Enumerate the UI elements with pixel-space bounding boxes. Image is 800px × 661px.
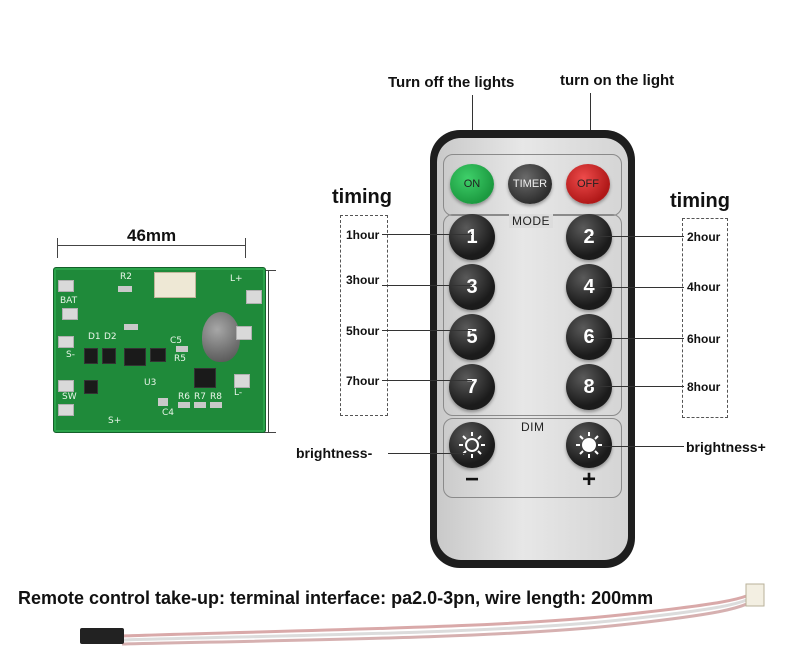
transistor-3: [84, 380, 98, 394]
silk-u3: U3: [144, 378, 157, 388]
ir-receiver-led: [202, 312, 240, 362]
dim-plus-sign: +: [582, 466, 597, 493]
resistor-3: [176, 346, 188, 352]
timing-left-label: timing: [332, 186, 392, 208]
height-tick-bottom: [262, 432, 276, 433]
pad-right-mid: [236, 326, 252, 340]
silk-s-minus: S-: [66, 350, 75, 360]
width-tick-right: [245, 238, 246, 258]
silk-d2: D2: [104, 332, 117, 342]
transistor-4: [150, 348, 166, 362]
pad-bat-2: [62, 308, 78, 320]
brightness-minus-label: brightness-: [296, 445, 373, 461]
button-2[interactable]: 2: [566, 214, 612, 260]
silk-r7: R7: [194, 392, 206, 402]
turn-off-label: Turn off the lights: [388, 74, 515, 91]
pointer-7: [382, 380, 472, 381]
pointer-5: [382, 330, 472, 331]
silk-s-plus: S+: [108, 416, 122, 426]
hour-label-5: 5hour: [346, 324, 380, 338]
timing-right-label: timing: [670, 190, 730, 212]
silk-r6: R6: [178, 392, 190, 402]
resistor-6: [210, 402, 222, 408]
silk-d1: D1: [88, 332, 101, 342]
hour-label-8: 8hour: [687, 380, 721, 394]
hour-label-1: 1hour: [346, 228, 380, 242]
button-5[interactable]: 5: [449, 314, 495, 360]
hour-label-3: 3hour: [346, 273, 380, 287]
silk-c5: C5: [170, 336, 183, 346]
off-button[interactable]: OFF: [566, 164, 610, 204]
height-tick-top: [262, 270, 276, 271]
pad-sw: [58, 380, 74, 392]
cable-description: Remote control take-up: terminal interfa…: [18, 588, 654, 608]
resistor-4: [178, 402, 190, 408]
silk-r8: R8: [210, 392, 222, 402]
brightness-minus-pointer: [388, 453, 472, 454]
brightness-down-button[interactable]: [449, 422, 495, 468]
silk-sw: SW: [62, 392, 77, 402]
ic-chip-main: [124, 348, 146, 366]
pcb-board: R2 BAT L+ L- S- SW S+ D1 D2 U3 C4 R6 R7 …: [53, 267, 266, 433]
turn-on-pointer: [590, 93, 591, 161]
hour-label-6: 6hour: [687, 332, 721, 346]
width-tick-left: [57, 238, 58, 258]
hour-label-7: 7hour: [346, 374, 380, 388]
remote-face: ON TIMER OFF MODE 1 2 3 4 5 6 7 8 DIM: [437, 138, 628, 560]
resistor-2: [124, 324, 138, 330]
pad-s-minus: [58, 336, 74, 348]
timing-left-box: [340, 215, 388, 416]
brightness-plus-pointer: [600, 446, 684, 447]
button-7[interactable]: 7: [449, 364, 495, 410]
pad-bat: [58, 280, 74, 292]
silk-c4: C4: [162, 408, 175, 418]
height-dimension-line: [268, 270, 269, 432]
brightness-plus-label: brightness+: [686, 439, 766, 455]
silk-r5: R5: [174, 354, 186, 364]
on-button[interactable]: ON: [450, 164, 494, 204]
turn-on-label: turn on the light: [560, 72, 675, 89]
sun-outline-icon: [459, 432, 485, 458]
hour-label-4: 4hour: [687, 280, 721, 294]
silk-l-minus: L-: [234, 388, 243, 398]
silk-l-plus: L+: [230, 274, 243, 284]
pointer-2: [590, 236, 684, 237]
button-3[interactable]: 3: [449, 264, 495, 310]
ic-chip-right: [194, 368, 216, 388]
wire-connector: [154, 272, 196, 298]
dim-minus-sign: −: [465, 466, 480, 493]
width-dimension-line: [57, 245, 245, 246]
sun-filled-icon: [576, 432, 602, 458]
brightness-up-button[interactable]: [566, 422, 612, 468]
mode-label: MODE: [509, 214, 553, 228]
pointer-4: [590, 287, 684, 288]
button-1[interactable]: 1: [449, 214, 495, 260]
pad-s-plus: [58, 404, 74, 416]
hour-label-2: 2hour: [687, 230, 721, 244]
capacitor-1: [158, 398, 168, 406]
pointer-3: [382, 285, 472, 286]
pointer-8: [590, 386, 684, 387]
pcb-width-label: 46mm: [127, 226, 177, 245]
transistor-2: [102, 348, 116, 364]
turn-off-pointer: [472, 95, 473, 163]
dim-label: DIM: [521, 420, 545, 434]
timer-button[interactable]: TIMER: [508, 164, 552, 204]
timing-right-box: [682, 218, 728, 418]
pad-l-minus: [234, 374, 250, 388]
silk-bat: BAT: [60, 296, 78, 306]
dim-panel: [443, 418, 622, 498]
transistor-1: [84, 348, 98, 364]
pointer-6: [590, 338, 684, 339]
pointer-1: [382, 234, 472, 235]
resistor-5: [194, 402, 206, 408]
resistor-1: [118, 286, 132, 292]
button-8[interactable]: 8: [566, 364, 612, 410]
button-6[interactable]: 6: [566, 314, 612, 360]
silk-r2: R2: [120, 272, 132, 282]
pad-l-plus: [246, 290, 262, 304]
